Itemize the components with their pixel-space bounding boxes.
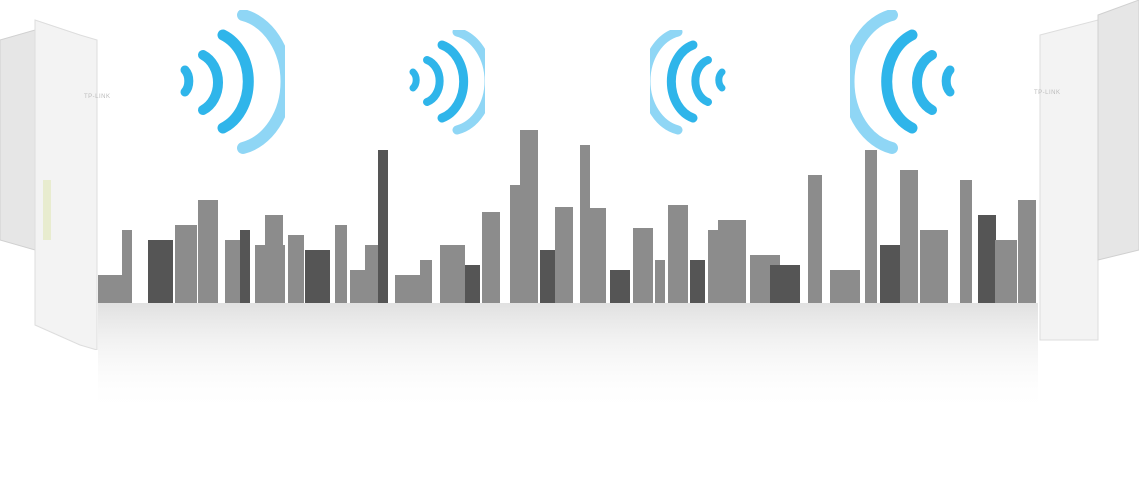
building — [920, 230, 948, 303]
wifi-signal-icon — [409, 30, 485, 135]
cpe-device-right — [1039, 0, 1139, 341]
building — [288, 235, 304, 303]
building — [633, 228, 653, 303]
building — [610, 270, 630, 303]
building — [865, 150, 877, 303]
cpe-device-left — [0, 19, 98, 350]
building — [198, 200, 218, 303]
building — [265, 215, 283, 303]
building — [395, 275, 420, 303]
building — [978, 215, 996, 303]
building — [580, 145, 590, 303]
building — [808, 175, 822, 303]
building — [690, 260, 705, 303]
wifi-signal-icon — [850, 10, 955, 154]
building — [240, 230, 250, 303]
building — [335, 225, 347, 303]
building — [995, 240, 1017, 303]
wifi-signal-icon — [650, 30, 726, 135]
building — [225, 240, 243, 303]
building — [770, 265, 800, 303]
building — [540, 250, 555, 303]
building — [655, 260, 665, 303]
building — [122, 230, 132, 303]
building — [350, 270, 365, 303]
building — [175, 225, 197, 303]
device-logo-right: TP-LINK — [1034, 90, 1061, 96]
building — [148, 240, 173, 303]
building — [668, 205, 688, 303]
wifi-signal-icon — [180, 10, 285, 154]
device-logo-left: TP-LINK — [84, 94, 111, 100]
building — [708, 230, 718, 303]
building — [830, 270, 860, 303]
building — [718, 220, 746, 303]
building — [378, 150, 388, 303]
building — [900, 170, 918, 303]
building — [482, 212, 500, 303]
building — [440, 245, 465, 303]
building — [555, 207, 573, 303]
building — [465, 265, 480, 303]
building — [590, 208, 606, 303]
building — [420, 260, 432, 303]
building — [1018, 200, 1036, 303]
building — [960, 180, 972, 303]
skyline-reflection — [98, 303, 1038, 413]
building — [305, 250, 330, 303]
building — [520, 130, 538, 303]
